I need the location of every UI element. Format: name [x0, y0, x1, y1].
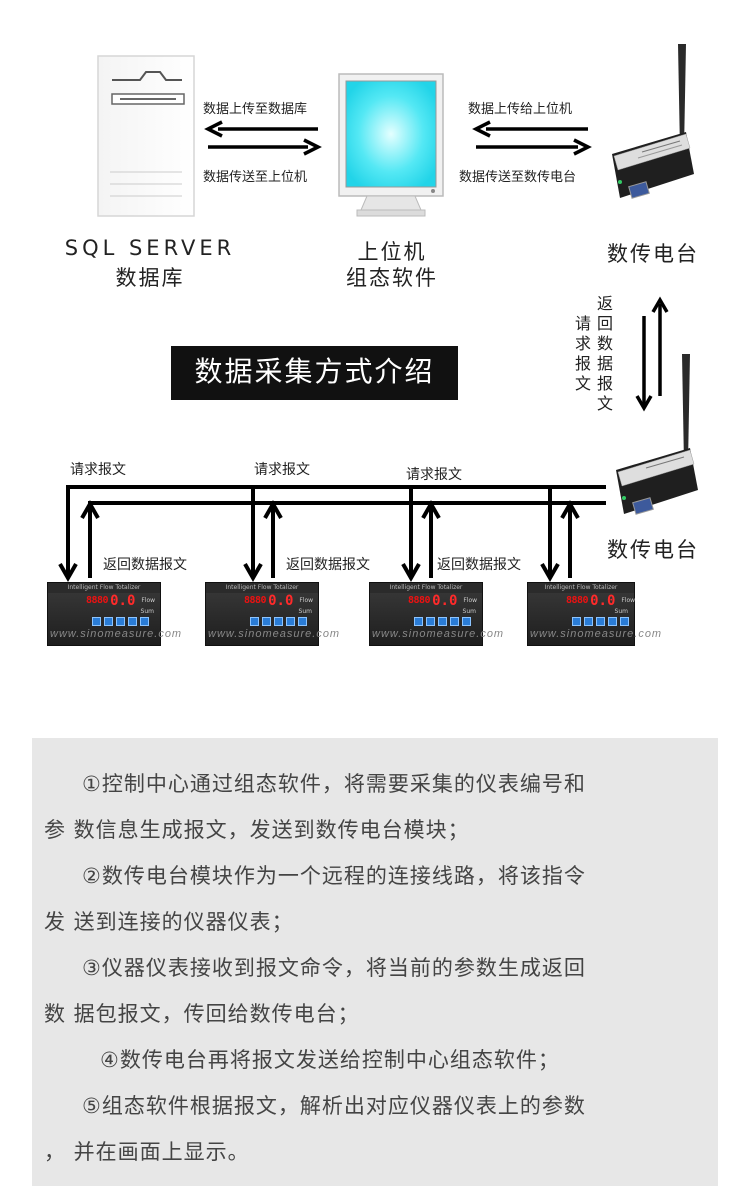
meter-buttons [572, 617, 634, 626]
vertical-char: 报 [596, 374, 613, 393]
radio-modem-icon-bottom [610, 352, 700, 528]
vertical-char: 文 [596, 394, 613, 413]
vertical-char: 求 [574, 334, 591, 353]
vertical-char: 报 [574, 354, 591, 373]
meter-brand: Intelligent Flow Totalizer [48, 583, 160, 593]
meter-led-big: 0.0 [110, 592, 136, 609]
description-line: 数 据包报文，传回给数传电台； [44, 1002, 360, 1026]
arrow-label-send-to-modem: 数据传送至数传电台 [459, 170, 577, 185]
meter-unit-sum: Sum [140, 607, 154, 615]
bus-label-return-2: 返回数据报文 [286, 557, 370, 573]
modem-bottom-caption: 数传电台 [607, 538, 699, 562]
pc-caption-line2: 组态软件 [346, 266, 438, 290]
description-line: ②数传电台模块作为一个远程的连接线路，将该指令 [82, 864, 586, 888]
vertical-label-return: 返 回 数 据 报 文 [596, 294, 614, 414]
bus-label-request-2: 请求报文 [254, 462, 310, 478]
bus-label-return-1: 返回数据报文 [103, 557, 187, 573]
description-line: 发 送到连接的仪器仪表； [44, 910, 294, 934]
meter-led-big: 0.0 [590, 592, 616, 609]
meter-watermark: www.sinomeasure.com [208, 628, 341, 640]
meter-unit-sum: Sum [614, 607, 628, 615]
meter-brand: Intelligent Flow Totalizer [206, 583, 318, 593]
meter-unit-flow: Flow [141, 597, 156, 604]
meter-buttons [414, 617, 482, 626]
vertical-char: 据 [596, 354, 613, 373]
double-arrow-pc-modem [472, 120, 592, 156]
monitor-icon [337, 72, 447, 220]
arrow-label-upload-to-db: 数据上传至数据库 [203, 102, 308, 117]
meter-watermark: www.sinomeasure.com [372, 628, 505, 640]
meter-brand: Intelligent Flow Totalizer [370, 583, 482, 593]
meter-unit-flow: Flow [299, 597, 314, 604]
vertical-label-request: 请 求 报 文 [574, 314, 592, 394]
meter-unit-flow: Flow [463, 597, 478, 604]
meter-led-small: 8880 [566, 595, 589, 606]
vertical-char: 请 [574, 314, 591, 333]
meter-unit-flow: Flow [621, 597, 636, 604]
vertical-char: 数 [596, 334, 613, 353]
meter-brand: Intelligent Flow Totalizer [528, 583, 634, 593]
meter-buttons [250, 617, 318, 626]
meter-buttons [92, 617, 160, 626]
description-panel: ①控制中心通过组态软件，将需要采集的仪表编号和 参 数信息生成报文，发送到数传电… [32, 738, 718, 1186]
meter-unit-sum: Sum [298, 607, 312, 615]
server-icon [96, 54, 196, 218]
description-line: 参 数信息生成报文，发送到数传电台模块； [44, 818, 470, 842]
description-line: ， 并在画面上显示。 [44, 1140, 250, 1164]
server-caption-line1: SQL SERVER [64, 236, 236, 260]
vertical-char: 回 [596, 314, 613, 333]
bus-lines [58, 485, 606, 583]
arrow-label-upload-to-pc: 数据上传给上位机 [468, 102, 573, 117]
meter-led-small: 8880 [408, 595, 431, 606]
description-line: ⑤组态软件根据报文，解析出对应仪器仪表上的参数 [82, 1094, 586, 1118]
double-arrow-modem-modem [635, 296, 669, 412]
meter-led-small: 8880 [244, 595, 267, 606]
vertical-char: 返 [596, 294, 613, 313]
radio-modem-icon-top [602, 42, 698, 220]
meter-watermark: www.sinomeasure.com [50, 628, 183, 640]
bus-label-return-3: 返回数据报文 [437, 557, 521, 573]
arrow-label-send-to-pc: 数据传送至上位机 [203, 170, 308, 185]
meter-led-small: 8880 [86, 595, 109, 606]
double-arrow-server-pc [204, 120, 322, 156]
description-line: ④数传电台再将报文发送给控制中心组态软件； [100, 1048, 560, 1072]
server-caption-line2: 数据库 [115, 266, 185, 290]
bus-label-request-3: 请求报文 [406, 467, 462, 483]
description-line: ①控制中心通过组态软件，将需要采集的仪表编号和 [82, 772, 586, 796]
vertical-char: 文 [574, 374, 591, 393]
meter-led-big: 0.0 [432, 592, 458, 609]
modem-top-caption: 数传电台 [607, 242, 699, 266]
meter-watermark: www.sinomeasure.com [530, 628, 663, 640]
bus-label-request-1: 请求报文 [70, 462, 126, 478]
description-line: ③仪器仪表接收到报文命令，将当前的参数生成返回 [82, 956, 586, 980]
pc-caption-line1: 上位机 [357, 240, 427, 264]
meter-unit-sum: Sum [462, 607, 476, 615]
meter-led-big: 0.0 [268, 592, 294, 609]
diagram-title: 数据采集方式介绍 [171, 346, 458, 400]
